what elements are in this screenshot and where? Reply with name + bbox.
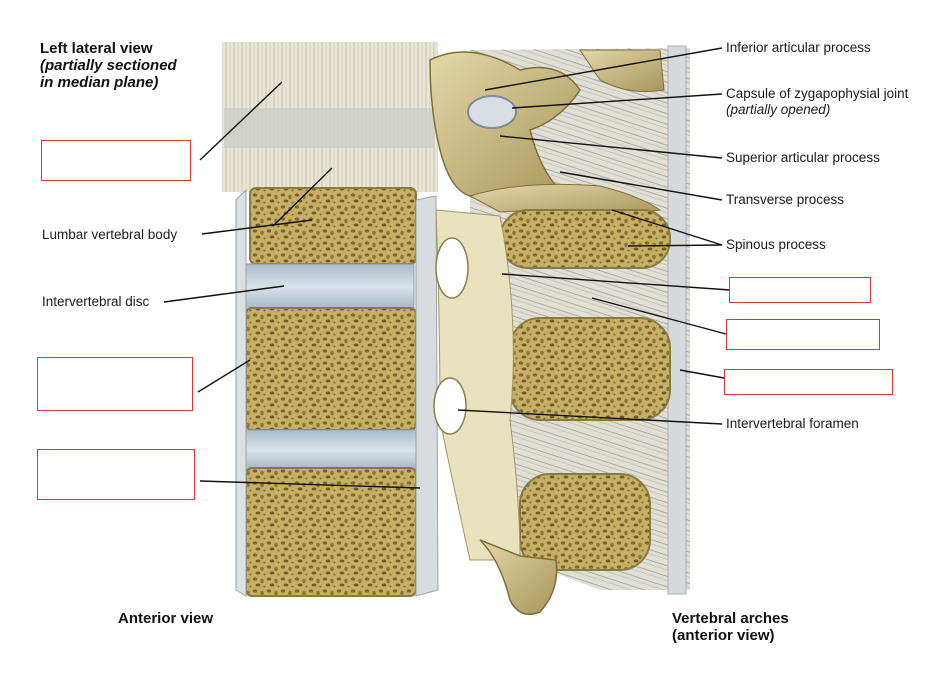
spinous-process-top bbox=[579, 49, 665, 93]
label-intervertebral-disc: Intervertebral disc bbox=[42, 294, 150, 309]
intervertebral-disc-top bbox=[224, 108, 434, 148]
intervertebral-foramen-lower bbox=[433, 377, 467, 435]
vertebral-arches-heading: Vertebral arches bbox=[672, 610, 789, 627]
answer-box-3[interactable] bbox=[37, 449, 195, 500]
label-capsule-note: (partially opened) bbox=[726, 102, 831, 117]
anterior-ligament-edge bbox=[235, 188, 247, 597]
spinous-section-2 bbox=[509, 317, 671, 421]
anterior-view-heading: Anterior view bbox=[118, 610, 214, 627]
leader-lines bbox=[163, 47, 731, 489]
answer-box-6[interactable] bbox=[724, 369, 893, 395]
label-capsule-zygapophysial-joint: Capsule of zygapophysial joint bbox=[726, 86, 909, 101]
posterior-ligament-strip bbox=[667, 45, 687, 595]
spinous-section-3 bbox=[519, 473, 651, 571]
answer-box-4[interactable] bbox=[729, 277, 871, 303]
label-superior-articular-process: Superior articular process bbox=[726, 150, 880, 165]
vertebral-body-2 bbox=[245, 307, 417, 431]
answer-box-2[interactable] bbox=[37, 357, 193, 411]
zygapophysial-capsule bbox=[467, 95, 517, 129]
vertebral-arches-subheading: (anterior view) bbox=[672, 627, 775, 644]
spinous-process-lower bbox=[479, 539, 558, 615]
label-intervertebral-foramen: Intervertebral foramen bbox=[726, 416, 859, 431]
intervertebral-disc-1 bbox=[245, 263, 415, 311]
answer-box-1[interactable] bbox=[41, 140, 191, 181]
vertebral-body-1 bbox=[249, 187, 417, 265]
label-spinous-process: Spinous process bbox=[726, 237, 826, 252]
answer-box-5[interactable] bbox=[726, 319, 880, 350]
label-transverse-process: Transverse process bbox=[726, 192, 845, 207]
intervertebral-foramen-upper bbox=[435, 237, 469, 299]
label-lumbar-vertebral-body: Lumbar vertebral body bbox=[42, 227, 178, 242]
left-lateral-title: Left lateral view bbox=[40, 40, 153, 57]
label-inferior-articular-process: Inferior articular process bbox=[726, 40, 871, 55]
posterior-longitudinal-ligament bbox=[415, 195, 439, 597]
spinous-section-1 bbox=[499, 209, 671, 269]
left-lateral-subtitle-1: (partially sectioned bbox=[40, 57, 177, 74]
left-lateral-subtitle-2: in median plane) bbox=[40, 74, 159, 91]
intervertebral-disc-2 bbox=[245, 429, 417, 471]
